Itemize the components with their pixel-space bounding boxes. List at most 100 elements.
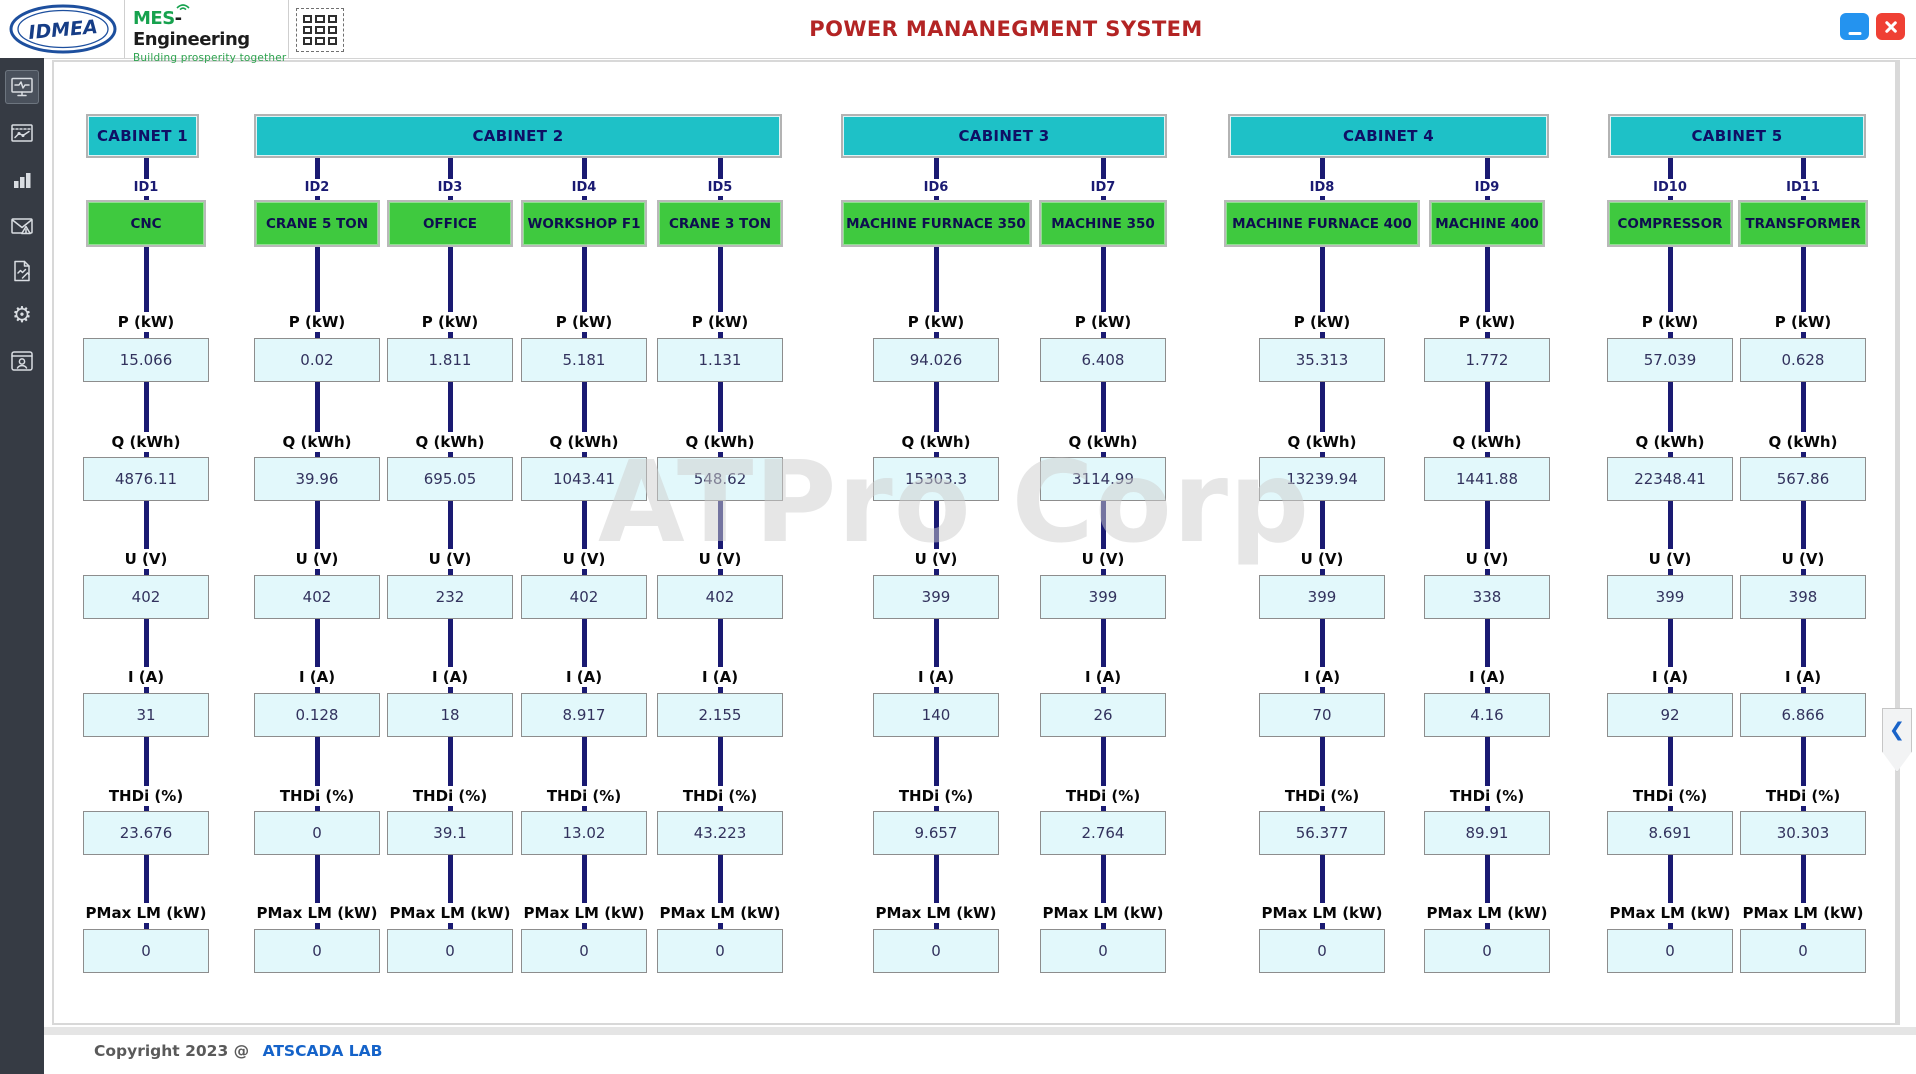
sidebar: ⚙ <box>0 58 44 1074</box>
value-box: 6.408 <box>1040 338 1166 382</box>
value-box: 0 <box>1607 929 1733 973</box>
value-box: 23.676 <box>83 811 209 855</box>
report-edit-icon <box>14 260 30 282</box>
param-label: PMax LM (kW) <box>1738 903 1868 923</box>
sidebar-item-monitoring[interactable] <box>5 70 39 104</box>
device-label-box: CNC <box>86 200 206 247</box>
value-box: 548.62 <box>657 457 783 501</box>
value-box: 0.128 <box>254 693 380 737</box>
cabinet-header: CABINET 5 <box>1608 114 1866 158</box>
value-box: 94.026 <box>873 338 999 382</box>
device-label-box: WORKSHOP F1 <box>521 200 647 247</box>
value-box: 9.657 <box>873 811 999 855</box>
value-box: 4876.11 <box>83 457 209 501</box>
param-label: U (V) <box>694 549 746 569</box>
value-box: 1.131 <box>657 338 783 382</box>
param-label: THDi (%) <box>1280 786 1364 806</box>
sidebar-item-statistics[interactable] <box>5 163 39 197</box>
device-label-box: MACHINE FURNACE 350 <box>840 200 1032 247</box>
value-box: 402 <box>657 575 783 619</box>
value-box: 4.16 <box>1424 693 1550 737</box>
value-box: 140 <box>873 693 999 737</box>
value-box: 26 <box>1040 693 1166 737</box>
param-label: I (A) <box>913 667 959 687</box>
copyright-text: Copyright 2023 @ <box>94 1042 250 1060</box>
top-bar: IDMEA MES-Engineering Building prosperit… <box>0 0 1916 64</box>
value-box: 3114.99 <box>1040 457 1166 501</box>
param-label: P (kW) <box>417 312 483 332</box>
value-box: 1.811 <box>387 338 513 382</box>
param-label: THDi (%) <box>275 786 359 806</box>
value-box: 2.764 <box>1040 811 1166 855</box>
mes-logo-wordmark: MES-Engineering <box>133 4 287 50</box>
value-box: 70 <box>1259 693 1385 737</box>
value-box: 35.313 <box>1259 338 1385 382</box>
device-id-label: ID1 <box>129 179 163 196</box>
connector-line <box>581 158 587 938</box>
value-box: 15303.3 <box>873 457 999 501</box>
value-box: 13.02 <box>521 811 647 855</box>
sidebar-item-account[interactable] <box>5 344 39 378</box>
value-box: 56.377 <box>1259 811 1385 855</box>
device-label-box: MACHINE 400 <box>1429 200 1545 247</box>
account-window-icon <box>11 351 33 371</box>
value-box: 31 <box>83 693 209 737</box>
value-box: 0 <box>1740 929 1866 973</box>
value-box: 30.303 <box>1740 811 1866 855</box>
apps-grid-icon[interactable] <box>296 8 344 52</box>
param-label: Q (kWh) <box>411 432 489 452</box>
value-box: 2.155 <box>657 693 783 737</box>
value-box: 0 <box>1424 929 1550 973</box>
param-label: I (A) <box>1299 667 1345 687</box>
minimize-button[interactable] <box>1840 13 1869 40</box>
connector-line <box>447 158 453 938</box>
param-label: I (A) <box>561 667 607 687</box>
cabinet-header: CABINET 3 <box>841 114 1167 158</box>
value-box: 15.066 <box>83 338 209 382</box>
value-box: 0 <box>254 929 380 973</box>
sidebar-item-reports[interactable] <box>5 254 39 288</box>
value-box: 399 <box>873 575 999 619</box>
value-box: 398 <box>1740 575 1866 619</box>
value-box: 8.691 <box>1607 811 1733 855</box>
value-box: 0 <box>873 929 999 973</box>
close-button[interactable] <box>1876 13 1905 40</box>
connector-line <box>1319 158 1325 938</box>
sidebar-item-settings[interactable]: ⚙ <box>5 299 39 333</box>
value-box: 57.039 <box>1607 338 1733 382</box>
param-label: Q (kWh) <box>107 432 185 452</box>
value-box: 0 <box>254 811 380 855</box>
param-label: U (V) <box>120 549 172 569</box>
value-box: 695.05 <box>387 457 513 501</box>
value-box: 338 <box>1424 575 1550 619</box>
footer: Copyright 2023 @ ATSCADA LAB <box>94 1042 382 1060</box>
param-label: I (A) <box>697 667 743 687</box>
param-label: THDi (%) <box>1445 786 1529 806</box>
param-label: I (A) <box>294 667 340 687</box>
value-box: 399 <box>1607 575 1733 619</box>
cabinet-header: CABINET 1 <box>86 114 199 158</box>
param-label: Q (kWh) <box>1064 432 1142 452</box>
value-box: 1.772 <box>1424 338 1550 382</box>
device-id-label: ID4 <box>567 179 601 196</box>
minimize-icon <box>1848 31 1861 35</box>
value-box: 0 <box>1040 929 1166 973</box>
connector-line <box>143 158 149 938</box>
param-label: THDi (%) <box>1061 786 1145 806</box>
param-label: Q (kWh) <box>1283 432 1361 452</box>
param-label: I (A) <box>1464 667 1510 687</box>
param-label: PMax LM (kW) <box>871 903 1001 923</box>
param-label: THDi (%) <box>542 786 626 806</box>
param-label: Q (kWh) <box>545 432 623 452</box>
connector-line <box>1800 158 1806 938</box>
param-label: PMax LM (kW) <box>385 903 515 923</box>
value-box: 0 <box>387 929 513 973</box>
connector-line <box>933 158 939 938</box>
atscada-lab-link[interactable]: ATSCADA LAB <box>262 1042 383 1060</box>
device-label-box: CRANE 5 TON <box>254 200 380 247</box>
sidebar-item-trends[interactable] <box>5 116 39 150</box>
param-label: PMax LM (kW) <box>1257 903 1387 923</box>
device-id-label: ID9 <box>1470 179 1504 196</box>
sidebar-item-alarm-mail[interactable] <box>5 209 39 243</box>
content-bottom-edge <box>44 1027 1916 1035</box>
